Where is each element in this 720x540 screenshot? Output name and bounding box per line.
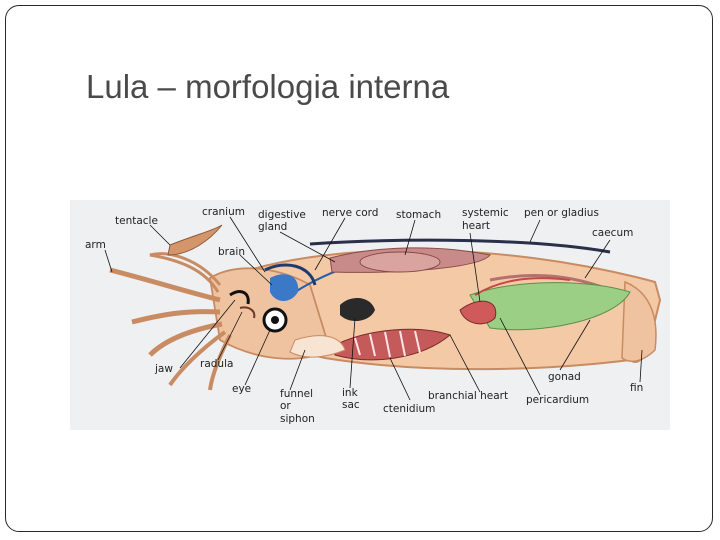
squid-anatomy-diagram: tentacle arm cranium digestive gland ner… — [70, 200, 670, 430]
label-radula: radula — [200, 358, 233, 370]
label-branchial-heart: branchial heart — [428, 390, 508, 402]
leader-branchial-heart — [449, 334, 481, 393]
label-ctenidium: ctenidium — [383, 403, 435, 415]
ink-sac — [340, 298, 375, 322]
label-stomach: stomach — [396, 209, 441, 221]
leader-fin — [639, 349, 643, 383]
leader-stomach — [404, 219, 416, 256]
leader-arm — [104, 249, 113, 273]
jaw — [229, 290, 250, 305]
label-systemic-heart-2: heart — [462, 220, 490, 232]
label-cranium: cranium — [202, 206, 245, 218]
gonad — [469, 282, 631, 331]
leader-eye — [244, 329, 271, 386]
label-nerve-cord: nerve cord — [322, 207, 378, 219]
leader-pen — [529, 219, 541, 243]
label-brain: brain — [218, 246, 245, 258]
leader-digestive — [279, 231, 336, 263]
label-gonad: gonad — [548, 371, 581, 383]
eye-pupil — [271, 316, 279, 324]
leader-cranium — [229, 216, 266, 273]
label-pericardium: pericardium — [526, 394, 589, 406]
label-systemic-heart-1: systemic — [462, 207, 509, 219]
tentacle-club — [167, 224, 223, 256]
radula — [239, 306, 256, 319]
label-eye: eye — [232, 383, 251, 395]
leader-brain — [239, 254, 273, 286]
leader-tentacle — [149, 224, 171, 246]
label-funnel-2: or — [280, 400, 291, 412]
label-arm: arm — [85, 239, 106, 251]
label-fin: fin — [630, 382, 643, 394]
arm-4 — [168, 330, 227, 387]
slide-title: Lula – morfologia interna — [86, 68, 450, 105]
fin — [621, 280, 657, 362]
leader-nerve-cord — [314, 217, 346, 271]
label-ink-sac-2: sac — [342, 399, 360, 411]
blood-vessel — [474, 277, 571, 296]
leader-radula — [217, 311, 243, 361]
leader-jaw — [179, 299, 236, 369]
brain — [270, 274, 299, 302]
leader-funnel — [289, 349, 306, 391]
label-digestive-gland-2: gland — [258, 221, 287, 233]
arm-2 — [131, 309, 221, 325]
systemic-heart — [459, 300, 497, 325]
leader-pericardium — [499, 317, 541, 396]
leader-systemic-heart — [469, 232, 481, 303]
leader-gonad — [559, 319, 591, 371]
ctenidium-gills — [354, 330, 421, 358]
cranium — [264, 263, 317, 286]
leader-ink-sac — [349, 317, 356, 389]
label-funnel-3: siphon — [280, 413, 315, 425]
arm-1 — [109, 267, 221, 303]
label-ink-sac-1: ink — [342, 387, 359, 399]
tentacle — [149, 252, 222, 293]
stomach — [359, 251, 441, 273]
arm-3 — [148, 321, 223, 357]
label-funnel-1: funnel — [280, 388, 313, 400]
pen-gladius — [309, 238, 611, 254]
leader-caecum — [584, 239, 611, 279]
label-jaw: jaw — [154, 363, 173, 375]
label-pen-or-gladius: pen or gladius — [524, 207, 599, 219]
funnel — [289, 335, 346, 358]
label-digestive-gland-1: digestive — [258, 209, 306, 221]
leader-ctenidium — [389, 357, 411, 401]
label-caecum: caecum — [592, 227, 633, 239]
label-tentacle: tentacle — [115, 215, 158, 227]
